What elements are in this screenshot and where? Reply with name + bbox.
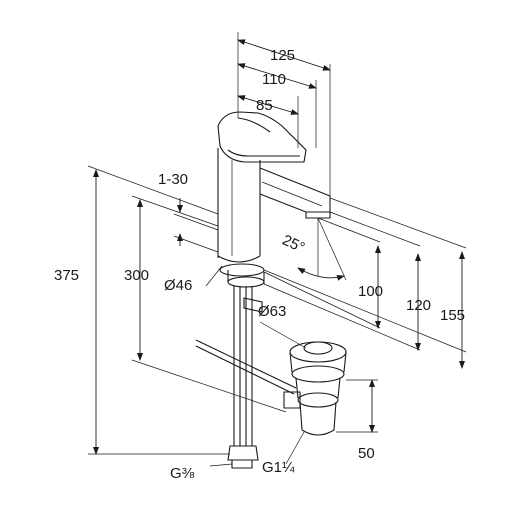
dim-125-label: 125: [270, 47, 295, 64]
dim-155-label: 155: [440, 307, 465, 324]
dim-1-30-label: 1-30: [158, 171, 188, 188]
dim-85-label: 85: [256, 97, 273, 114]
dimension-lines: [87, 32, 467, 467]
thread-g114-label: G1¼: [262, 459, 295, 476]
dia-46-label: Ø46: [164, 277, 192, 294]
dim-375-label: 375: [54, 267, 79, 284]
dim-50-label: 50: [358, 445, 375, 462]
dim-300-label: 300: [124, 267, 149, 284]
dim-110-label: 110: [262, 71, 286, 88]
faucet-body: [195, 111, 331, 469]
dimension-labels: 125 110 85 1-30 25° 375 300 Ø46 Ø63 100 …: [54, 47, 465, 482]
drain-assembly: [283, 341, 347, 436]
dim-100-label: 100: [358, 283, 383, 300]
thread-g38-label: G⅜: [170, 465, 195, 482]
dia-63-label: Ø63: [258, 303, 286, 320]
dim-120-label: 120: [406, 297, 431, 314]
angle-25-label: 25°: [280, 232, 308, 257]
